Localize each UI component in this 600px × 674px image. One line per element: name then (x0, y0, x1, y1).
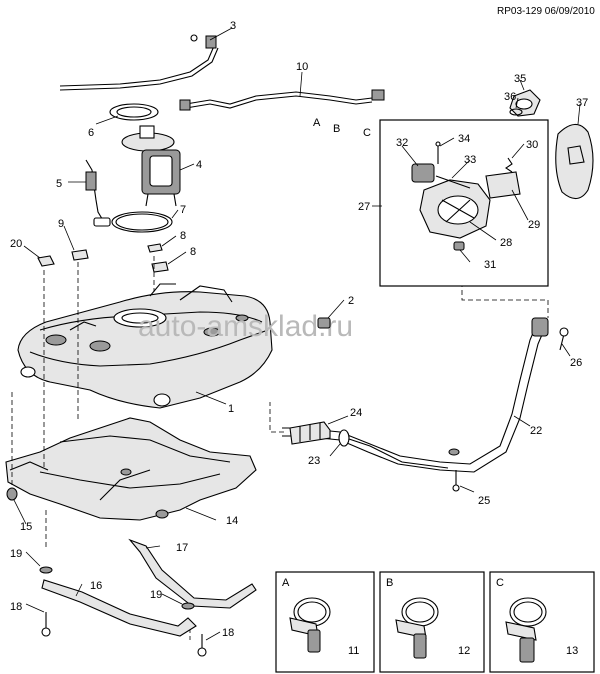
line-label-b: B (333, 123, 340, 135)
guide-line-hose (269, 402, 284, 433)
detail-box-b-label: B (386, 577, 393, 589)
watermark: auto-amsklad.ru (138, 310, 353, 343)
callout-17: 17 (176, 542, 188, 554)
callout-31: 31 (484, 259, 496, 271)
callout-5: 5 (56, 178, 62, 190)
filler-door-housing (419, 179, 491, 239)
seal (111, 211, 173, 233)
hose-clamp (338, 429, 350, 447)
callout-18-right: 18 (222, 627, 234, 639)
detail-box-b: B (379, 571, 485, 673)
callout-35: 35 (514, 73, 526, 85)
bolt-26 (559, 327, 569, 351)
callout-6: 6 (88, 127, 94, 139)
wiring-harness (59, 34, 219, 91)
callout-16: 16 (90, 580, 102, 592)
pin-34 (435, 141, 441, 164)
spring-30 (505, 157, 513, 173)
filler-hose (289, 421, 331, 445)
callout-10: 10 (296, 61, 308, 73)
connector-2 (317, 317, 331, 329)
fuel-tank (17, 283, 273, 409)
line-label-c: C (363, 127, 371, 139)
callout-29: 29 (528, 219, 540, 231)
rod-33 (435, 175, 471, 189)
filler-pipe (282, 317, 549, 473)
callout-19-left: 19 (10, 548, 22, 560)
callout-20: 20 (10, 238, 22, 250)
pad-9 (71, 249, 89, 261)
retainer-31 (453, 241, 465, 251)
callout-numbers: 3 10 6 4 5 7 9 8 8 20 2 1 14 15 19 17 16… (10, 20, 588, 657)
detail-box-a: A (275, 571, 375, 673)
callout-14: 14 (226, 515, 238, 527)
callout-36: 36 (504, 91, 516, 103)
callout-11: 11 (348, 645, 359, 657)
callout-4: 4 (196, 159, 202, 171)
actuator-32 (411, 163, 435, 183)
callout-32: 32 (396, 137, 408, 149)
callout-3: 3 (230, 20, 236, 32)
bolt-25 (452, 470, 460, 492)
nut-19a (39, 566, 53, 574)
heat-shield (5, 417, 257, 521)
pad-8b (151, 261, 169, 273)
pad-8a (147, 243, 163, 253)
detail-box-c: C (489, 571, 595, 673)
callout-24: 24 (350, 407, 362, 419)
bolt-18a (41, 612, 51, 637)
tank-strap-16 (41, 579, 197, 637)
line-label-a: A (313, 117, 321, 129)
pad-20 (37, 255, 55, 267)
tank-strap-17 (128, 538, 257, 609)
callout-33: 33 (464, 154, 476, 166)
nut-19b (181, 602, 195, 610)
callout-26: 26 (570, 357, 582, 369)
callout-7: 7 (180, 204, 186, 216)
callout-12: 12 (458, 645, 470, 657)
callout-8-lower: 8 (190, 246, 196, 258)
detail-box-a-label: A (282, 577, 290, 589)
bolt-18b (197, 634, 207, 657)
fuel-pump-module (121, 125, 181, 207)
cap-seal (509, 108, 523, 116)
callout-1: 1 (228, 403, 234, 415)
detail-box-c-label: C (496, 577, 504, 589)
hinge-29 (485, 171, 521, 199)
callout-18-left: 18 (10, 601, 22, 613)
callout-13: 13 (566, 645, 578, 657)
callout-37: 37 (576, 97, 588, 109)
fuel-level-sensor (85, 159, 111, 227)
callout-19-right: 19 (150, 589, 162, 601)
clip-15 (6, 487, 18, 501)
callout-30: 30 (526, 139, 538, 151)
callout-8-upper: 8 (180, 230, 186, 242)
diagram-reference: RP03-129 06/09/2010 (497, 6, 595, 17)
callout-27: 27 (358, 201, 370, 213)
callout-15: 15 (20, 521, 32, 533)
callout-34: 34 (458, 133, 470, 145)
callout-23: 23 (308, 455, 320, 467)
callout-25: 25 (478, 495, 490, 507)
callout-2: 2 (348, 295, 354, 307)
callout-28: 28 (500, 237, 512, 249)
vapor-line (179, 89, 385, 111)
callout-9: 9 (58, 218, 64, 230)
filler-door (555, 123, 594, 200)
lock-ring (109, 103, 159, 121)
callout-22: 22 (530, 425, 542, 437)
